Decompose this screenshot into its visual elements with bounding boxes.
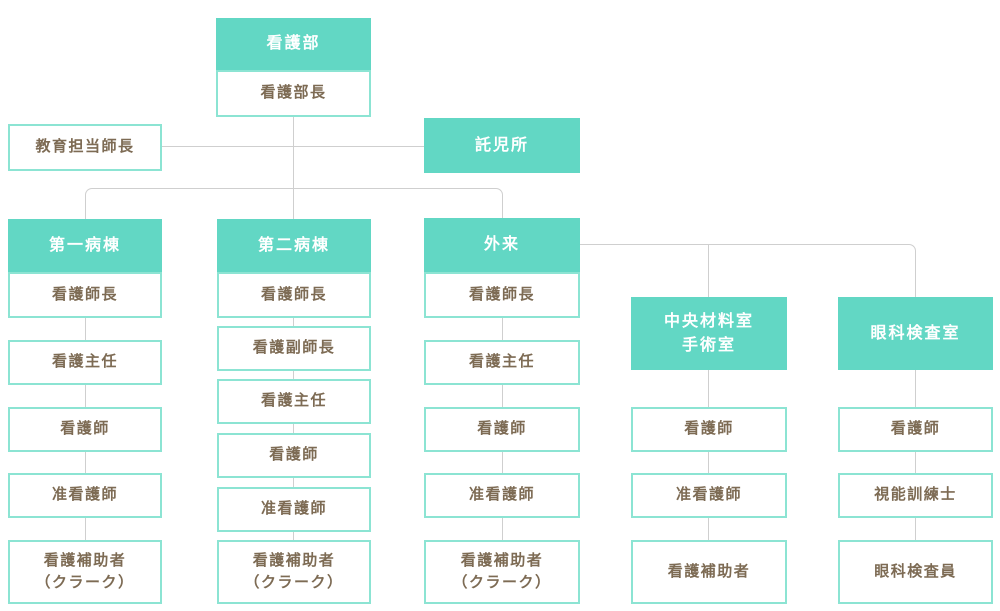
node-daycare: 託児所	[424, 118, 580, 173]
node-ophthalmology-role: 視能訓練士	[838, 473, 993, 518]
node-education-head-nurse: 教育担当師長	[8, 124, 162, 171]
connector-ophthalmology-link	[915, 452, 916, 473]
node-ward1-role: 看護師長	[8, 272, 162, 318]
connector-branch-mid-drop	[293, 189, 294, 220]
connector-branch-wards	[85, 188, 503, 221]
connector-central-link	[708, 452, 709, 473]
connector-ward1-link	[85, 518, 86, 540]
connector-ward2-link	[293, 532, 294, 540]
connector-ward1-link	[85, 452, 86, 473]
node-central-materials-header: 中央材料室 手術室	[631, 297, 787, 370]
connector-outpatient-link	[502, 385, 503, 407]
node-ward1-header: 第一病棟	[8, 219, 162, 272]
node-ward2-role: 准看護師	[217, 487, 371, 532]
node-outpatient-role: 准看護師	[424, 473, 580, 518]
connector-outpatient-link	[502, 318, 503, 340]
connector-central-materials-drop	[708, 244, 709, 297]
node-ward2-role: 看護主任	[217, 379, 371, 424]
node-central-materials-role: 看護補助者	[631, 540, 787, 604]
node-ward1-role: 看護師	[8, 407, 162, 452]
node-outpatient-role: 看護師長	[424, 272, 580, 318]
connector-central-link	[708, 370, 709, 407]
connector-education-daycare	[162, 146, 424, 147]
node-outpatient-role: 看護主任	[424, 340, 580, 385]
connector-ophthalmology-link	[915, 518, 916, 540]
connector-root-vertical	[293, 117, 294, 188]
node-nursing-director: 看護部長	[216, 70, 371, 117]
connector-ophthalmology-link	[915, 370, 916, 407]
node-ward2-role: 看護副師長	[217, 326, 371, 371]
node-ward2-role: 看護師長	[217, 272, 371, 318]
node-outpatient-role: 看護補助者 （クラーク）	[424, 540, 580, 604]
connector-central-link	[708, 518, 709, 540]
node-central-materials-role: 看護師	[631, 407, 787, 452]
connector-ward2-link	[293, 424, 294, 433]
node-outpatient-role: 看護師	[424, 407, 580, 452]
connector-outpatient-to-right-branch	[580, 244, 916, 297]
connector-outpatient-link	[502, 518, 503, 540]
node-ward1-role: 看護主任	[8, 340, 162, 385]
node-ophthalmology-role: 眼科検査員	[838, 540, 993, 604]
connector-ward2-link	[293, 318, 294, 326]
node-ophthalmology-role: 看護師	[838, 407, 993, 452]
node-nursing-department: 看護部	[216, 18, 371, 70]
node-central-materials-role: 准看護師	[631, 473, 787, 518]
node-outpatient-header: 外来	[424, 218, 580, 272]
node-ward2-role: 看護師	[217, 433, 371, 478]
node-ward2-header: 第二病棟	[217, 219, 371, 272]
connector-ward2-link	[293, 478, 294, 487]
connector-outpatient-link	[502, 452, 503, 473]
node-ward1-role: 看護補助者 （クラーク）	[8, 540, 162, 604]
node-ward1-role: 准看護師	[8, 473, 162, 518]
connector-ward1-link	[85, 385, 86, 407]
node-ward2-role: 看護補助者 （クラーク）	[217, 540, 371, 604]
connector-ward2-link	[293, 371, 294, 379]
connector-ward1-link	[85, 318, 86, 340]
node-ophthalmology-header: 眼科検査室	[838, 297, 993, 370]
